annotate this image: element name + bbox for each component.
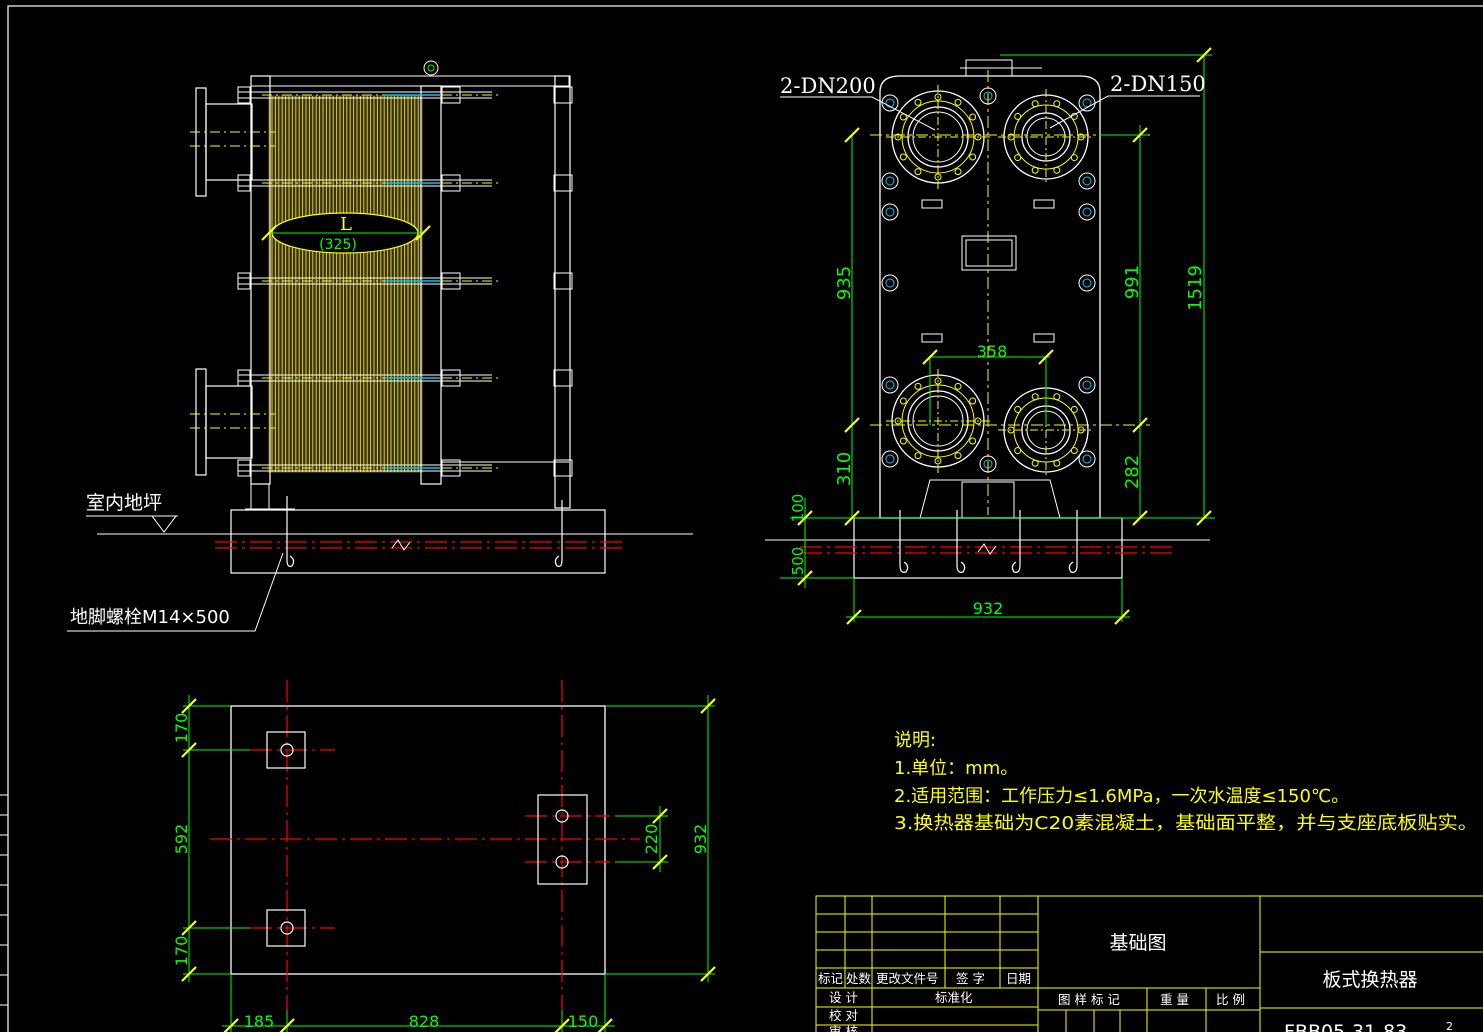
drawing-frame [7, 5, 1483, 1032]
anchor-bolt-left [286, 496, 295, 567]
notes-heading: 说明: [894, 730, 936, 751]
dim-932-plan: 932 [691, 824, 710, 855]
front-anchor-bolts [899, 510, 1078, 573]
header-mark: 标记 [818, 971, 844, 986]
perimeter-bolt [881, 376, 899, 394]
pressure-plate [420, 85, 442, 485]
front-view: 935 310 991 282 1519 358 100 500 932 2-D… [765, 47, 1215, 625]
notes-line-1: 1.单位：mm。 [894, 758, 1018, 779]
perimeter-bolt [1078, 376, 1096, 394]
floor-level-symbol [151, 515, 177, 533]
perimeter-bolt [1078, 172, 1096, 190]
dim-828: 828 [409, 1012, 440, 1031]
perimeter-bolt [1078, 274, 1096, 292]
frame-plate-outline [879, 75, 1101, 519]
plan-dimensions [183, 695, 715, 1032]
header-docno: 更改文件号 [876, 971, 939, 986]
dim-220: 220 [642, 824, 661, 855]
plan-view: 170 592 170 220 932 185 828 150 [172, 680, 716, 1032]
lifting-lug [423, 60, 439, 76]
anchor-bolt-right [554, 500, 563, 567]
drawing-title: 基础图 [1109, 932, 1166, 954]
left-margin-ticks [0, 794, 8, 1006]
dim-L-text: L [340, 214, 352, 235]
upper-nozzle [195, 87, 253, 197]
perimeter-bolt [881, 94, 899, 112]
bolt-leader [67, 552, 284, 632]
dim-282: 282 [1122, 455, 1143, 489]
dim-170-top: 170 [172, 713, 191, 744]
tie-bolt [237, 369, 573, 387]
perimeter-bolt [881, 203, 899, 221]
dim-170-bottom: 170 [172, 936, 191, 967]
perimeter-bolt [1078, 203, 1096, 221]
port-dn200-top [886, 85, 990, 189]
dim-935: 935 [834, 266, 855, 300]
title-block: 基础图 板式换热器 FBB05-31-83 2 标记 处数 更改文件号 签 字 … [815, 895, 1483, 1032]
nameplate [961, 235, 1017, 271]
port-dn200-bottom [886, 369, 990, 473]
support-foot [919, 479, 1061, 519]
dim-325-text: (325) [319, 237, 357, 253]
row-standard: 标准化 [935, 990, 973, 1005]
tie-bolt [237, 459, 573, 477]
port-left-leader [780, 96, 936, 131]
tie-bolt [237, 86, 573, 104]
floor-label: 室内地坪 [86, 492, 162, 514]
port-left-label: 2-DN200 [780, 74, 876, 98]
bolt-label: 地脚螺栓M14×500 [70, 607, 230, 628]
tie-bolt [237, 174, 573, 192]
product-name: 板式换热器 [1322, 969, 1417, 991]
port-right-label: 2-DN150 [1110, 72, 1206, 96]
header-count: 处数 [846, 971, 872, 986]
notes-line-2: 2.适用范围：工作压力≤1.6MPa，一次水温度≤150℃。 [894, 786, 1349, 807]
front-dimensions [780, 54, 1215, 622]
port-dn150-top [998, 89, 1094, 185]
dim-100: 100 [789, 494, 807, 523]
model-number: FBB05-31-83 [1284, 1021, 1407, 1032]
notes: 说明: 1.单位：mm。 2.适用范围：工作压力≤1.6MPa，一次水温度≤15… [894, 730, 1478, 834]
dim-592: 592 [172, 824, 191, 855]
top-guide-bar [250, 75, 570, 87]
col-sample-mark: 图 样 标 记 [1058, 992, 1120, 1007]
col-scale: 比 例 [1216, 992, 1245, 1007]
col-weight: 重 量 [1160, 992, 1189, 1007]
front-foot [250, 483, 270, 511]
model-superscript: 2 [1446, 1020, 1453, 1032]
support-column [554, 75, 571, 509]
plan-foundation [230, 705, 606, 975]
perimeter-bolt [881, 450, 899, 468]
perimeter-bolt [1078, 450, 1096, 468]
side-view: L (325) 室内地坪 地脚螺栓M14×500 [67, 60, 693, 632]
header-sign: 签 字 [956, 971, 985, 986]
perimeter-bolt [1078, 94, 1096, 112]
dim-150: 150 [568, 1012, 599, 1031]
dim-185: 185 [244, 1012, 275, 1031]
anchor-holes [266, 731, 588, 947]
lower-nozzle [195, 368, 253, 476]
tie-bolt [237, 272, 573, 290]
dim-310: 310 [834, 452, 855, 486]
row-review: 审 核 [829, 1024, 858, 1032]
fixed-frame-plate [250, 75, 271, 485]
slots [921, 199, 1055, 343]
dim-932-front: 932 [973, 599, 1004, 618]
notes-line-3: 3.换热器基础为C20素混凝土，基础面平整，并与支座底板贴实。 [894, 813, 1478, 834]
row-design: 设 计 [829, 990, 858, 1005]
dim-1519: 1519 [1185, 265, 1206, 311]
dim-358: 358 [977, 342, 1008, 361]
dim-991: 991 [1122, 265, 1143, 299]
perimeter-bolt [881, 274, 899, 292]
dim-500: 500 [789, 547, 807, 576]
front-foundation [853, 517, 1123, 579]
header-date: 日期 [1006, 971, 1031, 986]
perimeter-bolt [881, 172, 899, 190]
row-check: 校 对 [829, 1008, 858, 1023]
port-right-leader [1049, 95, 1200, 129]
